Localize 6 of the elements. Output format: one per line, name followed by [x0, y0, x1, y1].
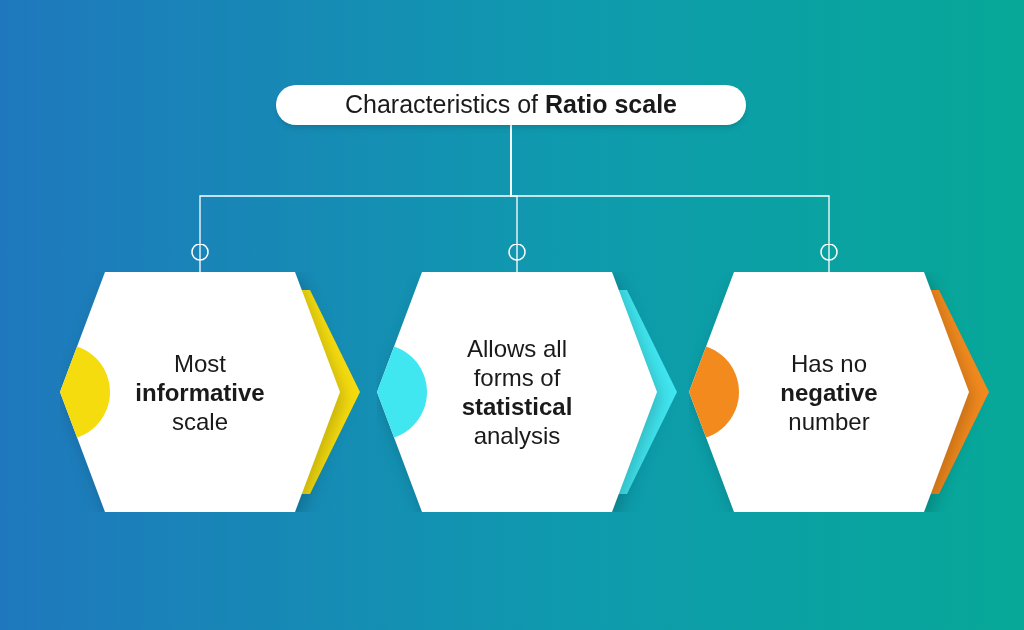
node-label: Characteristics of Ratio scale [344, 89, 678, 121]
node-label: Allows all forms of statistical analysis [460, 334, 574, 450]
connector-line [510, 124, 838, 273]
title-pill [276, 85, 746, 125]
node-label: Most informative scale [134, 348, 266, 436]
node-label: Has no negative number [779, 348, 879, 436]
